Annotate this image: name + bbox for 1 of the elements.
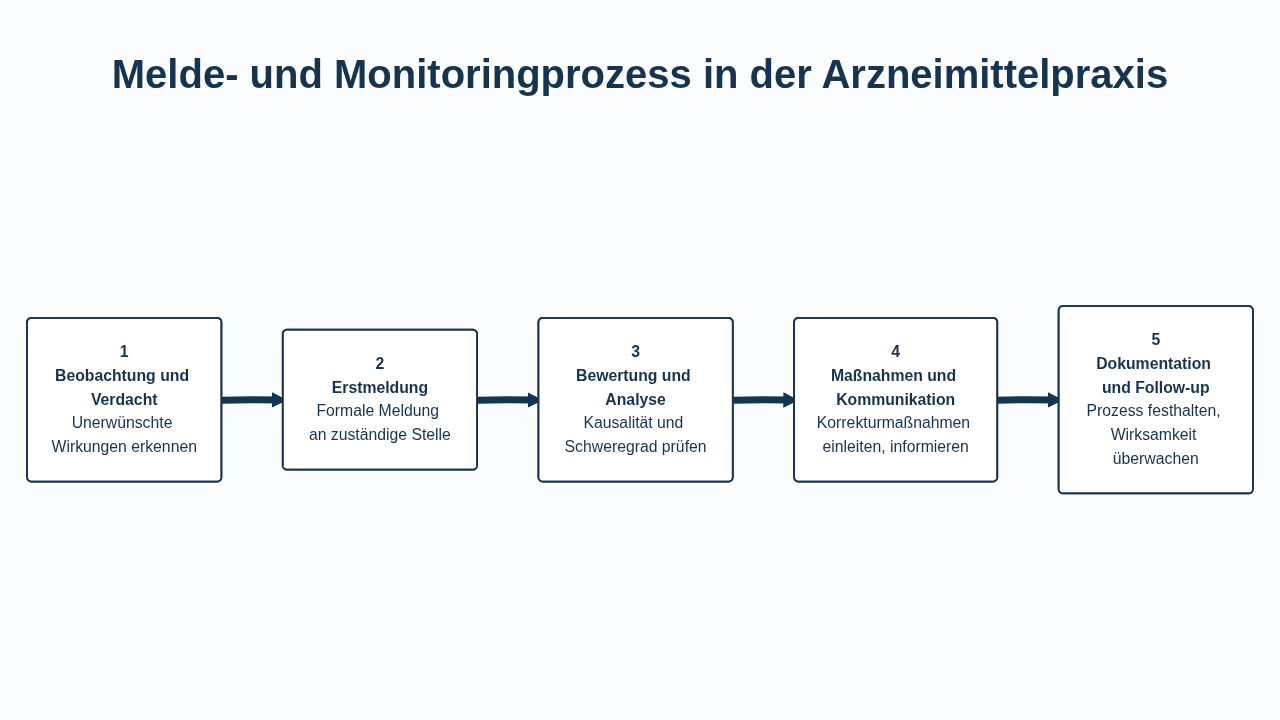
title: Melde- und Monitoringprozess in der Arzneimittelpraxis — [110, 51, 1170, 97]
